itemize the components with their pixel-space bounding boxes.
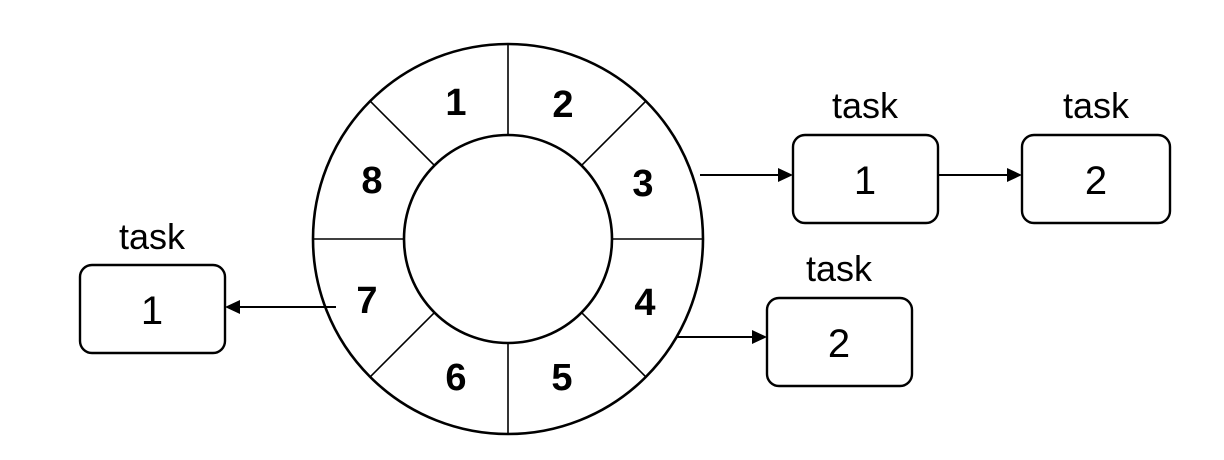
ring-segment-label-7: 7 [356, 280, 378, 322]
task-value-top-right-task-1: 1 [853, 159, 877, 203]
top-right-task-1-to-task-2-arrowhead [1007, 168, 1022, 182]
task-value-top-right-task-2: 2 [1084, 159, 1108, 203]
task-value-bottom-right-task-2: 2 [827, 322, 851, 366]
ring-to-left-task-1-arrowhead [225, 300, 240, 314]
ring-segment-label-1: 1 [445, 82, 467, 124]
task-box-group [78, 133, 1172, 388]
ring-spoke-7 [580, 311, 647, 378]
ring-spoke-5 [369, 311, 436, 378]
ring-segment-label-6: 6 [445, 357, 467, 399]
segmented-ring-group [311, 42, 705, 436]
ring-segment-label-2: 2 [552, 84, 574, 126]
ring-inner-circle [402, 133, 614, 345]
task-caption-top-right-task-1: task [831, 85, 899, 126]
ring-segment-label-5: 5 [551, 357, 573, 399]
task-caption-top-right-task-2: task [1062, 85, 1130, 126]
task-box-bottom-right-task-2[interactable] [765, 296, 914, 388]
ring-segment-label-3: 3 [632, 163, 654, 205]
ring-segment-label-8: 8 [361, 160, 383, 202]
ring-to-bottom-right-task-2-arrowhead [752, 330, 767, 344]
ring-segment-label-4: 4 [634, 282, 656, 324]
task-box-left-task-1[interactable] [78, 263, 227, 355]
task-caption-bottom-right-task-2: task [805, 248, 873, 289]
ring-spoke-1 [580, 100, 647, 167]
connector-arrow-group [225, 168, 1022, 344]
task-value-left-task-1: 1 [140, 289, 164, 333]
ring-to-top-right-task-1-arrowhead [778, 168, 793, 182]
task-caption-left-task-1: task [118, 216, 186, 257]
task-box-top-right-task-2[interactable] [1020, 133, 1172, 225]
ring-spoke-group [313, 44, 703, 434]
task-box-top-right-task-1[interactable] [791, 133, 940, 225]
ring-spoke-3 [369, 100, 436, 167]
